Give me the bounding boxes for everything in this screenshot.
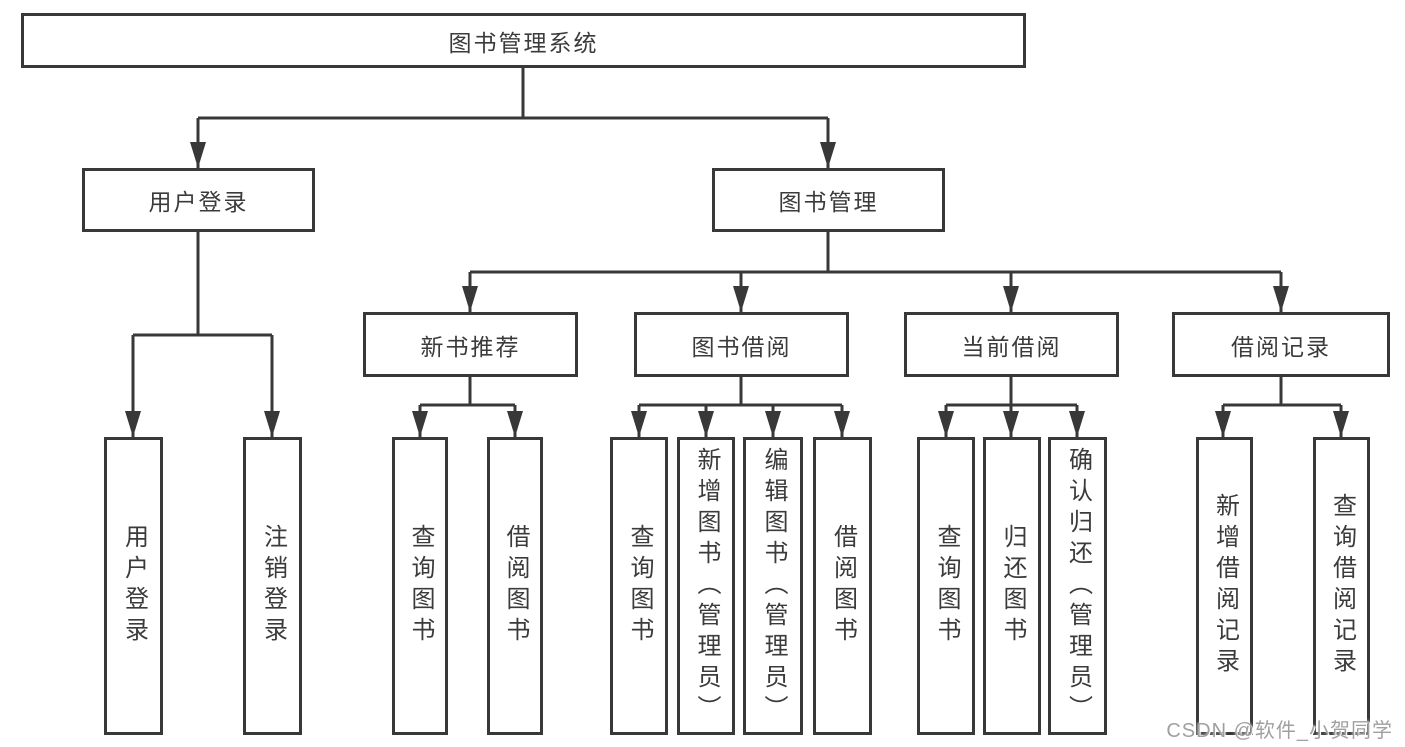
node-label: 查询图书: [407, 524, 434, 648]
node-label: 新增借阅记录: [1211, 493, 1239, 679]
node-borrow-records: 借阅记录: [1172, 312, 1390, 377]
leaf-return-books: 归还图书: [983, 437, 1041, 735]
leaf-query-borrow-record: 查询借阅记录: [1313, 437, 1370, 735]
leaf-add-books-admin: 新增图书（管理员）: [677, 437, 735, 735]
arrowhead: [1003, 411, 1019, 437]
connector-new-book-group: [418, 377, 517, 437]
node-label: 注销登录: [259, 524, 287, 648]
arrowhead: [820, 142, 836, 168]
arrowhead: [834, 411, 850, 437]
leaf-confirm-return-admin: 确认归还（管理员）: [1048, 437, 1107, 735]
arrowhead: [1273, 286, 1289, 312]
node-label: 查询图书: [626, 524, 653, 648]
csdn-watermark: CSDN @软件_小贺同学: [1166, 720, 1393, 742]
leaf-edit-books-admin: 编辑图书（管理员）: [743, 437, 803, 735]
node-current-borrow: 当前借阅: [904, 312, 1119, 377]
connector-current-borrow-group: [944, 377, 1079, 437]
arrowhead: [190, 142, 206, 168]
leaf-borrow-books: 借阅图书: [813, 437, 872, 735]
connector-book-borrow-group: [637, 377, 844, 437]
leaf-add-borrow-record: 新增借阅记录: [1196, 437, 1253, 735]
node-book-borrow: 图书借阅: [634, 312, 849, 377]
node-label: 查询借阅记录: [1328, 493, 1356, 679]
leaf-borrow-books-recommend: 借阅图书: [487, 437, 543, 735]
arrowhead: [1069, 411, 1085, 437]
node-label: 编辑图书（管理员）: [760, 446, 787, 726]
leaf-query-books-borrow: 查询图书: [610, 437, 668, 735]
arrowhead: [631, 411, 647, 437]
node-label: 借阅记录: [1231, 333, 1331, 360]
connector-borrow-records-group: [1221, 377, 1343, 437]
arrowhead: [412, 411, 428, 437]
arrowhead: [462, 286, 478, 312]
arrowhead: [1333, 411, 1349, 437]
leaf-user-login: 用户登录: [104, 437, 163, 735]
arrowhead: [507, 411, 523, 437]
node-label: 用户登录: [120, 524, 148, 648]
arrowhead: [733, 286, 749, 312]
arrowhead: [125, 411, 141, 437]
node-book-management: 图书管理: [712, 168, 945, 232]
node-user-login: 用户登录: [82, 168, 315, 232]
leaf-query-books-recommend: 查询图书: [392, 437, 448, 735]
node-library-system: 图书管理系统: [21, 13, 1026, 68]
node-label: 新书推荐: [420, 333, 521, 360]
arrowhead: [698, 411, 714, 437]
node-label: 新增图书（管理员）: [693, 446, 720, 726]
connector-user-login-group: [131, 232, 274, 437]
node-label: 借阅图书: [502, 524, 529, 648]
connector-root-to-level2: [196, 68, 830, 168]
arrowhead: [264, 411, 280, 437]
node-label: 用户登录: [148, 189, 249, 215]
arrowhead: [765, 411, 781, 437]
leaf-query-books-current: 查询图书: [917, 437, 975, 735]
arrowhead: [1215, 411, 1231, 437]
node-label: 当前借阅: [961, 333, 1062, 360]
node-label: 借阅图书: [829, 524, 857, 648]
node-label: 图书借阅: [691, 333, 792, 360]
node-label: 确认归还（管理员）: [1064, 446, 1092, 726]
connector-book-management-group: [468, 232, 1283, 312]
arrowhead: [1003, 286, 1019, 312]
node-label: 图书管理: [778, 189, 879, 215]
node-label: 图书管理系统: [448, 29, 599, 56]
node-label: 查询图书: [933, 524, 960, 648]
arrowhead: [938, 411, 954, 437]
node-label: 归还图书: [999, 524, 1026, 648]
leaf-logout: 注销登录: [243, 437, 302, 735]
node-new-book-recommend: 新书推荐: [363, 312, 578, 377]
